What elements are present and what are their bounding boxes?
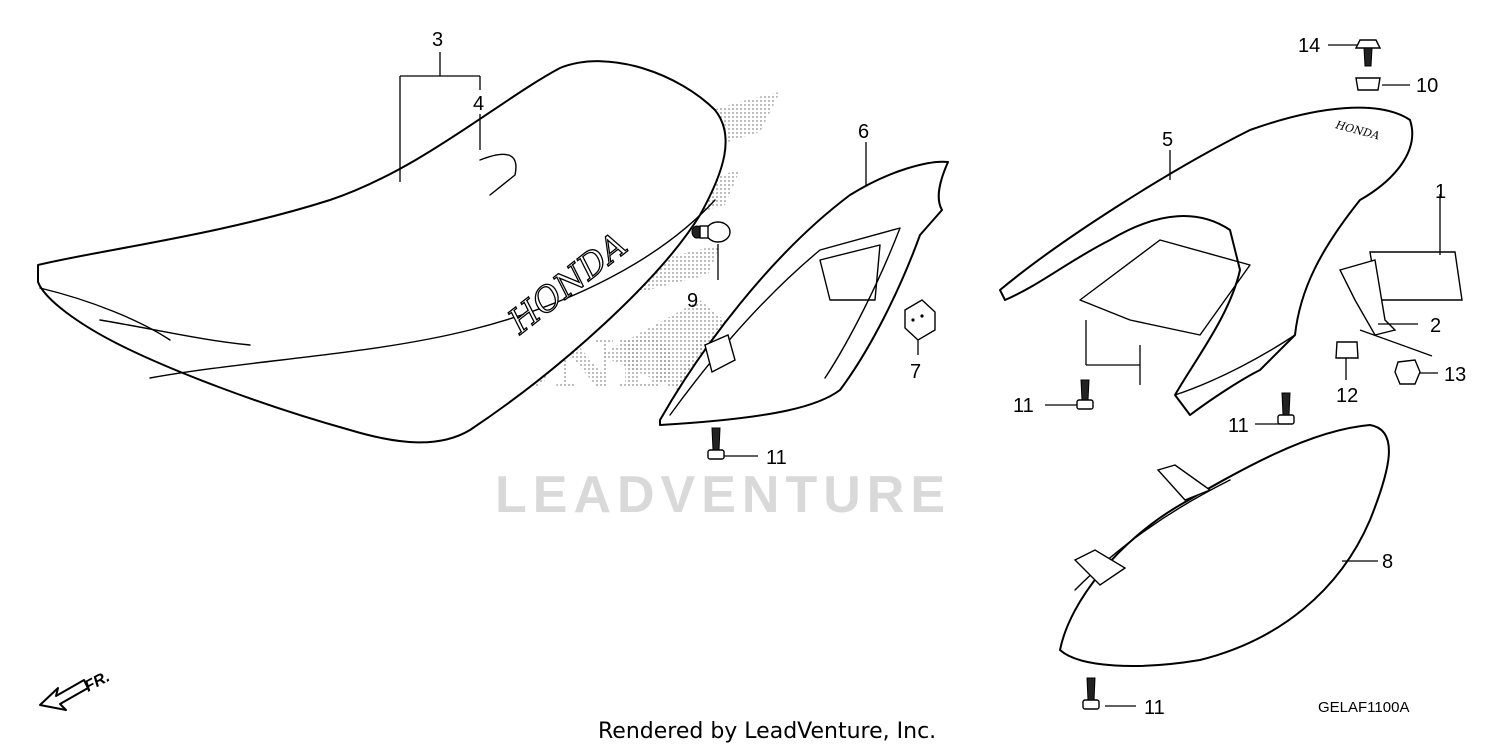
grommet-part-9[interactable] [691,221,731,243]
front-direction-arrow: FR. [39,668,113,711]
screw-part-11-fender-left[interactable] [1076,379,1094,410]
callout-11-bottom: 11 [1144,697,1165,719]
callout-2: 2 [1430,315,1441,337]
nut-part-10[interactable] [1355,77,1381,91]
reflector-bracket-part-2[interactable] [1338,259,1397,336]
right-side-cover[interactable] [1059,424,1390,667]
screw-part-11-bottom[interactable] [1082,677,1100,710]
callout-11-fender-right: 11 [1228,415,1249,437]
callout-1: 1 [1435,181,1446,203]
callout-12: 12 [1336,385,1358,407]
callout-5: 5 [1162,129,1173,151]
callout-13: 13 [1444,364,1466,386]
front-arrow-label: FR. [82,668,113,695]
screw-part-11-fender-right[interactable] [1277,392,1295,425]
callouts: 3 4 6 9 7 11 5 14 10 1 2 12 13 11 11 8 1… [432,29,1466,719]
callout-14: 14 [1298,35,1320,57]
callout-8: 8 [1382,551,1393,573]
callout-9: 9 [687,290,698,312]
callout-10: 10 [1416,75,1438,97]
reflector-part-1[interactable] [1369,251,1463,301]
cushion-part-7[interactable] [904,299,936,341]
left-side-cover[interactable] [659,160,949,426]
nut-part-12[interactable] [1335,341,1359,359]
callout-4: 4 [473,93,484,115]
rear-fender[interactable]: HONDA [999,106,1414,416]
callout-11-left: 11 [766,447,787,469]
screw-part-11-left[interactable] [707,427,725,460]
seat-assembly[interactable]: HONDA [37,60,727,444]
leadventure-watermark: LEADVENTURE [495,466,951,524]
callout-3: 3 [432,29,443,51]
nut-part-13[interactable] [1394,359,1421,385]
callout-11-fender-left: 11 [1013,395,1034,417]
callout-7: 7 [910,361,921,383]
callout-6: 6 [858,121,869,143]
leader-lines [399,44,1441,707]
bolt-part-14[interactable] [1354,39,1382,67]
credit-line: Rendered by LeadVenture, Inc. [598,719,936,744]
diagram-code: GELAF1100A [1318,699,1409,716]
